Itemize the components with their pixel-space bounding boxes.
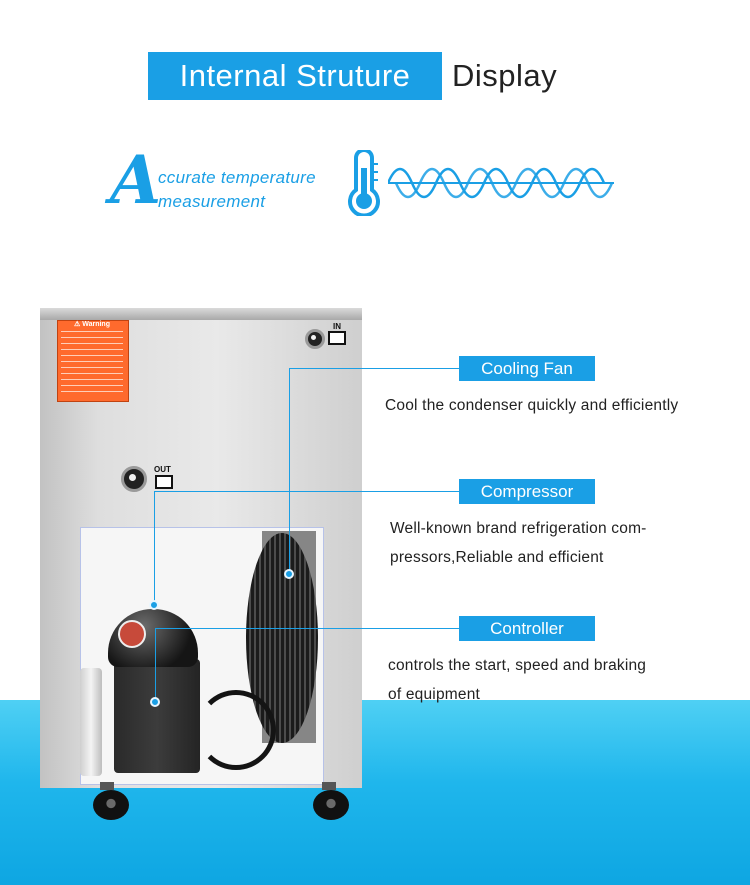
compressor-pointer-vertical	[154, 491, 155, 605]
cooling-fan-pointer-horizontal	[289, 368, 459, 369]
title-highlight-text: Internal Struture	[179, 58, 411, 93]
warning-label-text-lines	[61, 331, 123, 395]
in-port-hole	[311, 335, 316, 340]
feature-big-letter: A	[110, 141, 162, 219]
controller-description: controls the start, speed and braking of…	[388, 657, 647, 703]
out-port-symbol	[155, 475, 173, 489]
title-rest-text: Display	[452, 58, 558, 93]
in-port-symbol	[328, 331, 346, 345]
wheel-right	[313, 790, 349, 820]
cooling-fan-pointer-vertical	[289, 368, 290, 574]
controller-box	[114, 659, 200, 773]
wheel-left	[93, 790, 129, 820]
feature-line-1: ccurate temperature	[158, 168, 316, 187]
compressor-description: Well-known brand refrigeration com- pres…	[390, 520, 647, 566]
cooling-fan-label: Cooling Fan	[459, 356, 595, 381]
in-port-label: IN	[333, 322, 341, 331]
cooling-fan-dot	[284, 569, 294, 579]
controller-pointer-vertical	[155, 628, 156, 702]
compressor-badge	[118, 620, 146, 648]
power-cable	[196, 690, 276, 770]
controller-pointer-horizontal	[155, 628, 459, 629]
controller-label: Controller	[459, 616, 595, 641]
warning-label-title: ⚠ Warning	[74, 321, 110, 328]
out-port-label: OUT	[154, 465, 171, 474]
title-highlight-box	[148, 52, 442, 100]
wheel-mount-right	[322, 782, 336, 790]
compressor-pointer-horizontal	[154, 491, 459, 492]
feature-line-2: measurement	[158, 192, 266, 211]
compressor-dot	[149, 600, 159, 610]
sine-wave-icon	[388, 167, 614, 199]
thermometer-icon	[348, 150, 380, 216]
machine-top-lid	[40, 308, 362, 320]
compressor-label: Compressor	[459, 479, 595, 504]
controller-dot	[150, 697, 160, 707]
filter-canister	[80, 668, 102, 776]
cooling-fan-description: Cool the condenser quickly and efficient…	[385, 397, 679, 414]
out-port-hole	[129, 474, 136, 481]
wheel-mount-left	[100, 782, 114, 790]
